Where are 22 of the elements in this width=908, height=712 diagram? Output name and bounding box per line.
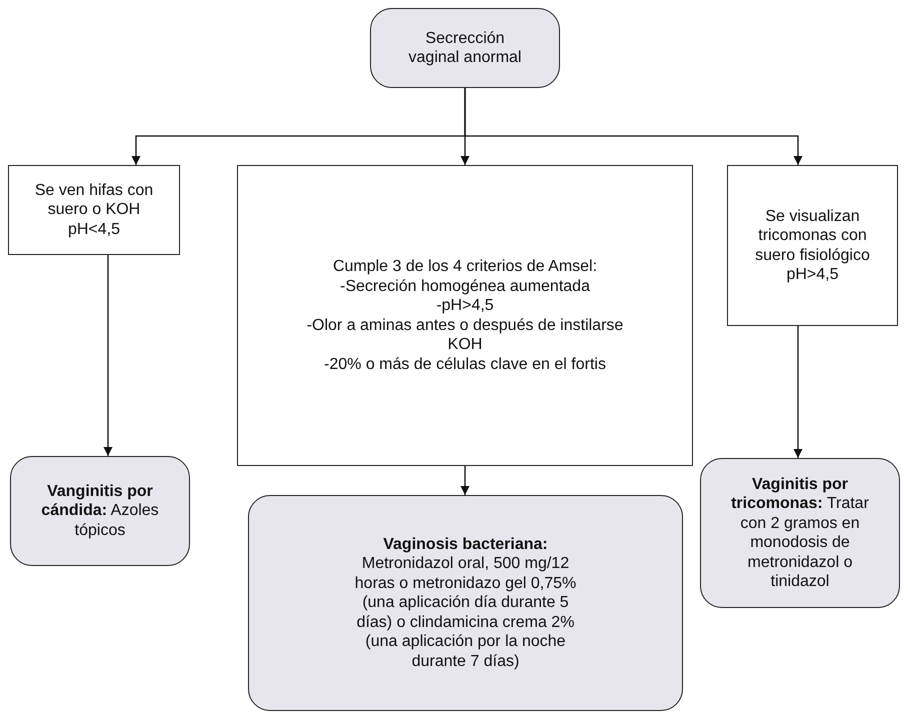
process-box — [237, 165, 693, 466]
arrow — [460, 466, 470, 495]
node-text: Secrección vaginal anormal — [408, 28, 522, 68]
arrow — [103, 255, 113, 456]
node-text: Vaginitis por tricomonas: Tratar con 2 gramos en monodosis de metronidazol o tinidazol — [730, 474, 870, 592]
rounded-box — [248, 495, 683, 711]
process-box — [8, 165, 180, 255]
node-text: -pH>4,5 — [436, 296, 494, 316]
node-text: Se ven hifas con suero o KOH pH<4,5 — [34, 180, 154, 240]
node-text: Vaginosis bacteriana: Metronidazol oral, 500 mg/12 horas o metronidazo gel 0,75% (una aplicación día durante 5 días) o clindamicina crema 2% (una aplicación por la noche durante 7 días) — [354, 534, 578, 672]
rounded-box — [700, 458, 900, 608]
node-text: -20% o más de células clave en el fortis — [324, 354, 606, 374]
arrow — [464, 88, 803, 165]
process-box — [727, 165, 898, 326]
node-text: -Olor a aminas antes o después de instilarse KOH — [306, 316, 624, 354]
node-text: Vanginitis por cándida: Azoles tópicos — [41, 482, 159, 540]
node-text: -Secreción homogénea aumentada — [340, 276, 590, 296]
node-text: Se visualizan tricomonas con suero fisiológico pH>4,5 — [754, 206, 871, 284]
node-text: Cumple 3 de los 4 criterios de Amsel: — [332, 257, 598, 276]
rounded-box — [370, 8, 560, 88]
rounded-box — [10, 456, 190, 566]
arrow — [793, 326, 803, 458]
